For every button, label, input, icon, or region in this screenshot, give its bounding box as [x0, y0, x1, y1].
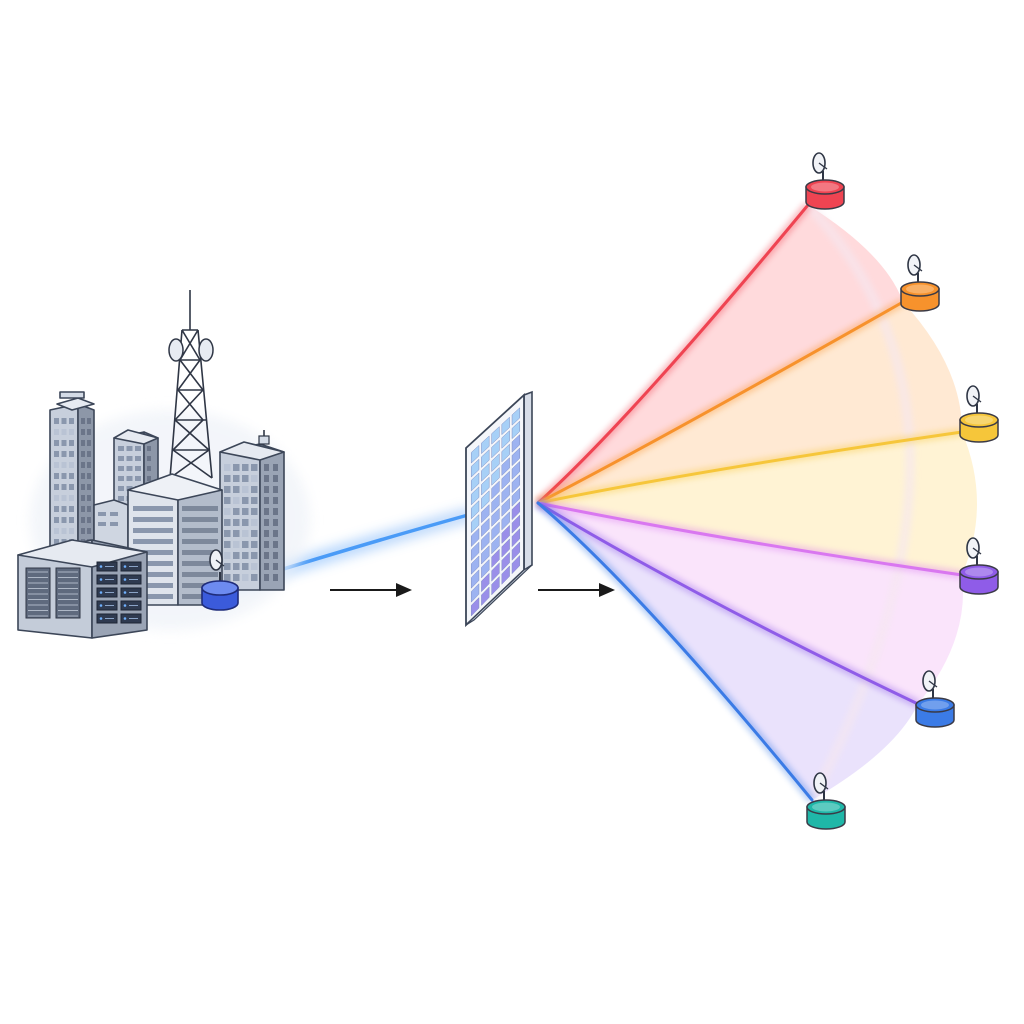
panel-cell: [481, 449, 490, 469]
reflected-beams: [534, 202, 964, 803]
panel-cell: [501, 457, 510, 477]
panel-cell: [511, 434, 521, 453]
panel-cell: [501, 511, 510, 531]
panel-cell: [501, 565, 510, 585]
panel-cell: [491, 480, 500, 500]
panel-cell: [470, 596, 480, 617]
receiver-antenna-node-icon: [915, 670, 955, 728]
beam-rx-purple: [536, 501, 920, 706]
beam-rx-blue: [536, 501, 814, 802]
beam-sector: [538, 503, 918, 800]
transmission-tower-icon: [168, 290, 214, 479]
source-antenna-node-icon: [201, 549, 239, 611]
receivers: [805, 152, 999, 830]
panel-cell: [481, 462, 490, 482]
panel-cell: [491, 425, 500, 445]
panel-cell: [491, 534, 500, 555]
panel-cell: [470, 583, 480, 603]
beam-rx-yellow: [536, 430, 964, 505]
panel-cell: [491, 548, 500, 569]
panel-cell: [511, 474, 521, 494]
panel-cell: [491, 453, 500, 473]
beam-sector: [538, 503, 964, 704]
beam-rx-red: [536, 203, 810, 505]
panel-cell: [470, 569, 480, 589]
receiver-antenna-node-icon: [805, 152, 845, 210]
panel-cell: [501, 497, 510, 517]
panel-cell: [511, 527, 521, 548]
panel-cell: [470, 458, 480, 478]
beam-sector: [538, 432, 977, 575]
panel-cell: [470, 500, 480, 520]
panel-cell: [470, 527, 480, 548]
panel-cell: [470, 444, 480, 464]
reflecting-surface-panel-icon: [465, 390, 533, 628]
panel-cell: [511, 460, 521, 480]
beam-rx-orange: [536, 300, 905, 505]
panel-cell: [511, 554, 521, 575]
panel-cell: [501, 430, 510, 449]
beam-fan-area: [538, 201, 977, 803]
panel-cell: [501, 470, 510, 490]
panel-cell: [470, 472, 480, 492]
receiver-antenna-node-icon: [959, 537, 999, 595]
tall-building: [49, 391, 95, 553]
panel-cell: [470, 555, 480, 575]
panel-cell: [501, 538, 510, 558]
panel-cell: [501, 551, 510, 572]
panel-cell: [481, 435, 490, 455]
flow-arrow-icon: [330, 583, 412, 597]
panel-cell: [481, 517, 490, 538]
office-building: [219, 430, 285, 591]
panel-cell: [481, 558, 490, 579]
panel-cell: [470, 513, 480, 534]
panel-cell: [511, 447, 521, 467]
panel-cell: [501, 484, 510, 504]
server-rack-icon: [17, 539, 148, 639]
panel-cell: [511, 514, 521, 534]
panel-cell: [491, 521, 500, 541]
panel-cell: [481, 545, 490, 565]
panel-cell: [491, 466, 500, 486]
panel-cell: [470, 541, 480, 562]
panel-cell: [491, 494, 500, 514]
panel-cell: [501, 524, 510, 545]
panel-cell: [481, 504, 490, 524]
panel-cell: [501, 443, 510, 463]
panel-cell: [481, 490, 490, 510]
panel-cell: [491, 575, 500, 596]
receiver-antenna-node-icon: [806, 772, 846, 830]
panel-cell: [481, 531, 490, 551]
panel-cell: [470, 486, 480, 506]
flow-arrow-icon: [538, 583, 615, 597]
panel-cell: [501, 416, 510, 436]
panel-cell: [481, 476, 490, 496]
receiver-antenna-node-icon: [900, 254, 940, 312]
panel-cell: [491, 562, 500, 582]
panel-cell: [511, 541, 521, 561]
city-buildings-icon: [17, 290, 310, 639]
panel-cell: [491, 439, 500, 459]
beam-sector: [538, 302, 963, 503]
panel-cell: [481, 586, 490, 607]
beam-sector: [538, 205, 903, 503]
panel-cell: [481, 572, 490, 593]
panel-cell: [511, 407, 521, 426]
beam-rx-magenta: [536, 501, 964, 577]
panel-cell: [511, 487, 521, 507]
receiver-antenna-node-icon: [959, 385, 999, 443]
panel-cell: [491, 507, 500, 527]
panel-cell: [511, 501, 521, 521]
panel-cell: [511, 420, 521, 440]
